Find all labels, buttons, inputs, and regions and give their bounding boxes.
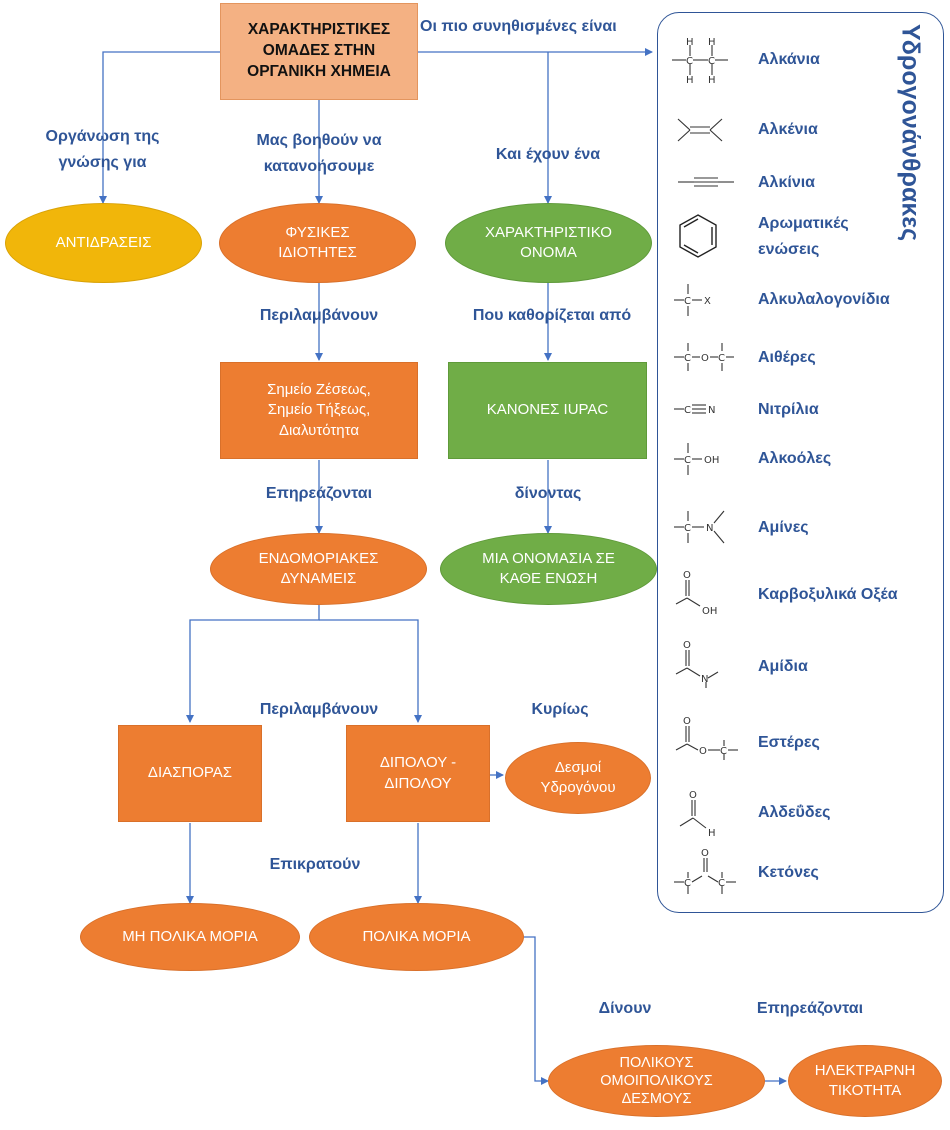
label-give: Δίνουν (598, 1000, 652, 1017)
label-affected-2: Επηρεάζονται (756, 1000, 864, 1017)
svg-text:N: N (708, 405, 715, 416)
group-name-aromatics: Αρωματικές ενώσεις (758, 215, 849, 258)
svg-text:C: C (684, 405, 691, 416)
iupac-rules-box[interactable]: ΚΑΝΟΝΕΣ IUPAC (448, 362, 647, 459)
link-main-to-reactions (99, 51, 220, 204)
alcohol-structure: C OH (668, 435, 750, 483)
boiling-point-box[interactable]: Σημείο Ζέσεως, Σημείο Τήξεως, Διαλυτότητ… (220, 362, 418, 459)
intermolecular-forces-node[interactable]: ΕΝΔΟΜΟΡΙΑΚΕΣ ΔΥΝΑΜΕΙΣ (210, 533, 427, 605)
electronegativity-node[interactable]: ΗΛΕΚΤΡΑΡΝΗ ΤΙΚΟΤΗΤΑ (788, 1045, 942, 1117)
group-name-ethers: Αιθέρες (758, 349, 816, 366)
alkene-structure (668, 106, 750, 154)
svg-text:N: N (706, 523, 713, 534)
hydrogen-bonds-node[interactable]: Δεσμοί Υδρογόνου (505, 742, 651, 814)
svg-text:C: C (684, 455, 691, 466)
svg-text:OH: OH (704, 455, 719, 466)
nonpolar-molecules-node[interactable]: ΜΗ ΠΟΛΙΚΑ ΜΟΡΙΑ (80, 903, 300, 971)
label-and-have: Και έχουν ένα (495, 146, 601, 163)
svg-text:H: H (686, 75, 694, 86)
label-help-understand: Μας βοηθούν να κατανοήσουμε (256, 132, 382, 175)
ester-structure: O O C (668, 716, 750, 764)
svg-text:O: O (699, 746, 707, 757)
svg-text:C: C (684, 523, 691, 534)
group-name-alkyl-halides: Αλκυλαλογονίδια (758, 291, 890, 308)
label-affected: Επηρεάζονται (265, 485, 373, 502)
reactions-node[interactable]: ΑΝΤΙΔΡΑΣΕΙΣ (5, 203, 202, 283)
svg-text:C: C (718, 878, 725, 889)
svg-text:O: O (683, 570, 691, 581)
physical-properties-node[interactable]: ΦΥΣΙΚΕΣ ΙΔΙΟΤΗΤΕΣ (219, 203, 416, 283)
svg-text:H: H (708, 828, 716, 839)
label-dominate: Επικρατούν (269, 856, 361, 873)
dispersion-box[interactable]: ΔΙΑΣΠΟΡΑΣ (118, 725, 262, 822)
label-giving: δίνοντας (514, 485, 582, 502)
label-mainly: Κυρίως (531, 701, 589, 718)
main-topic-box[interactable]: ΧΑΡΑΚΤΗΡΙΣΤΙΚΕΣ ΟΜΑΔΕΣ ΣΤΗΝ ΟΡΓΑΝΙΚΗ ΧΗΜ… (220, 3, 418, 100)
svg-text:C: C (708, 56, 715, 67)
svg-text:H: H (708, 75, 716, 86)
polar-covalent-bonds-node[interactable]: ΠΟΛΙΚΟΥΣ ΟΜΟΙΠΟΛΙΚΟΥΣ ΔΕΣΜΟΥΣ (548, 1045, 765, 1117)
alkyne-structure (668, 158, 750, 206)
group-name-amides: Αμίδια (758, 658, 808, 675)
group-name-esters: Εστέρες (758, 734, 820, 751)
dipole-box[interactable]: ΔΙΠΟΛΟΥ - ΔΙΠΟΛΟΥ (346, 725, 490, 822)
benzene-structure (668, 212, 750, 260)
svg-text:H: H (708, 37, 716, 48)
panel-title: Υδρογονάνθρακες (896, 24, 925, 242)
svg-text:C: C (720, 746, 727, 757)
group-name-alkynes: Αλκίνια (758, 174, 815, 191)
link-polar-to-covalent (524, 936, 549, 1085)
group-name-ketones: Κετόνες (758, 864, 819, 881)
svg-text:OH: OH (702, 606, 717, 617)
alkane-structure: C C H H H H (668, 36, 750, 86)
group-name-alkanes: Αλκάνια (758, 51, 820, 68)
group-name-amines: Αμίνες (758, 519, 809, 536)
label-include-1: Περιλαμβάνουν (259, 307, 379, 324)
svg-text:O: O (701, 353, 709, 364)
svg-text:O: O (701, 848, 709, 859)
svg-text:N: N (701, 674, 708, 685)
group-name-alcohols: Αλκοόλες (758, 450, 832, 467)
one-name-node[interactable]: ΜΙΑ ΟΝΟΜΑΣΙΑ ΣΕ ΚΑΘΕ ΕΝΩΣΗ (440, 533, 657, 605)
svg-text:C: C (684, 878, 691, 889)
svg-text:C: C (686, 56, 693, 67)
label-include-2: Περιλαμβάνουν (259, 701, 379, 718)
group-name-aldehydes: Αλδεΰδες (758, 804, 831, 821)
label-organize-knowledge: Οργάνωση της γνώσης για (45, 128, 160, 171)
group-name-nitriles: Νιτρίλια (758, 401, 819, 418)
ketone-structure: O C C (668, 848, 750, 898)
svg-text:O: O (683, 716, 691, 727)
functional-groups-panel (657, 12, 944, 913)
group-name-alkenes: Αλκένια (758, 121, 818, 138)
svg-text:C: C (718, 353, 725, 364)
svg-text:C: C (684, 296, 691, 307)
svg-text:H: H (686, 37, 694, 48)
characteristic-name-node[interactable]: ΧΑΡΑΚΤΗΡΙΣΤΙΚΟ ΟΝΟΜΑ (445, 203, 652, 283)
label-most-common: Οι πιο συνηθισμένες είναι (420, 18, 617, 35)
carboxylic-acid-structure: O OH (668, 570, 750, 618)
polar-molecules-node[interactable]: ΠΟΛΙΚΑ ΜΟΡΙΑ (309, 903, 524, 971)
svg-text:O: O (683, 640, 691, 651)
group-name-carboxylic-acids: Καρβοξυλικά Οξέα (758, 586, 898, 603)
svg-text:X: X (704, 296, 711, 307)
svg-text:O: O (689, 790, 697, 801)
link-forces-to-dipole (319, 619, 422, 723)
label-determined-by: Που καθορίζεται από (472, 307, 632, 324)
link-forces-split (186, 605, 320, 723)
svg-text:C: C (684, 353, 691, 364)
